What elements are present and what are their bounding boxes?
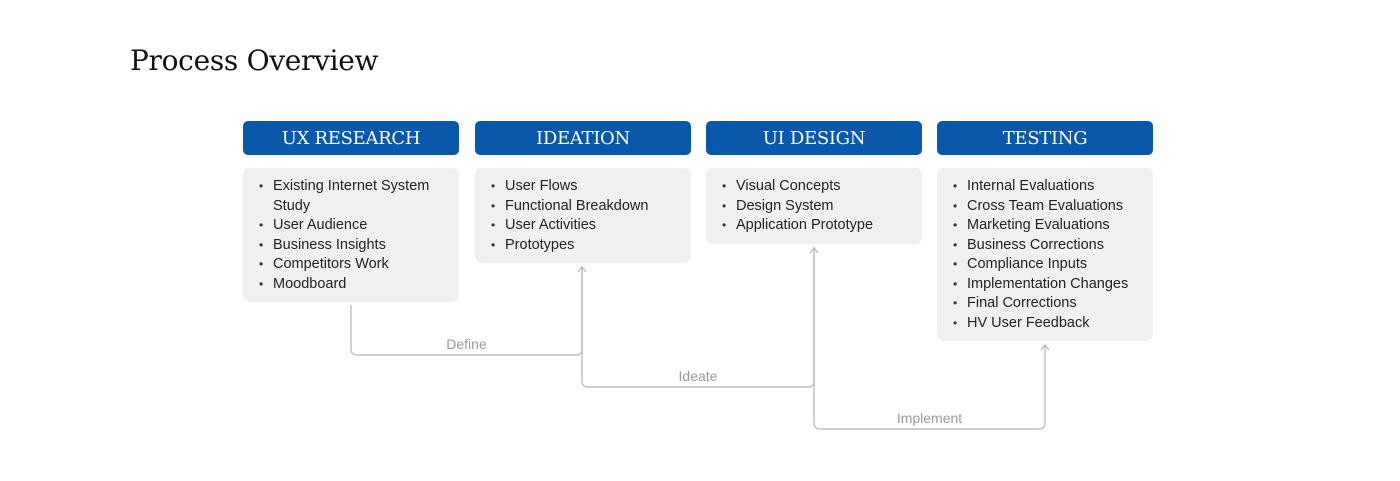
stage-item: Implementation Changes [953, 275, 1145, 295]
stage-item: Internal Evaluations [953, 177, 1145, 197]
connector-label-ideate: Ideate [679, 368, 718, 384]
stage-item: Final Corrections [953, 294, 1145, 314]
stage-card-ux-research: Existing Internet System StudyUser Audie… [243, 168, 459, 302]
stage-item: Existing Internet System Study [259, 177, 451, 216]
stage-card-testing: Internal EvaluationsCross Team Evaluatio… [937, 168, 1153, 341]
stage-item-list: Existing Internet System StudyUser Audie… [259, 177, 451, 295]
connector-label-implement: Implement [897, 410, 962, 426]
stage-item: User Activities [491, 216, 683, 236]
connector-line-implement [813, 247, 1046, 430]
stage-item: Visual Concepts [722, 177, 914, 197]
stage-item: Marketing Evaluations [953, 216, 1145, 236]
stage-item: Business Corrections [953, 236, 1145, 256]
stage-item: Cross Team Evaluations [953, 197, 1145, 217]
stage-header-ideation: IDEATION [475, 121, 691, 155]
stage-item: HV User Feedback [953, 314, 1145, 334]
stage-header-testing: TESTING [937, 121, 1153, 155]
stage-item: Prototypes [491, 236, 683, 256]
stage-item: Compliance Inputs [953, 255, 1145, 275]
stage-item: User Audience [259, 216, 451, 236]
stage-item: Business Insights [259, 236, 451, 256]
stage-card-ideation: User FlowsFunctional BreakdownUser Activ… [475, 168, 691, 263]
stage-item: Functional Breakdown [491, 197, 683, 217]
stage-item-list: Visual ConceptsDesign SystemApplication … [722, 177, 914, 236]
stage-item: Moodboard [259, 275, 451, 295]
arrowhead-icon [1040, 344, 1050, 351]
stage-card-ui-design: Visual ConceptsDesign SystemApplication … [706, 168, 922, 244]
connector-label-define: Define [446, 336, 487, 352]
stage-header-ux-research: UX RESEARCH [243, 121, 459, 155]
stage-header-ui-design: UI DESIGN [706, 121, 922, 155]
stage-item: Competitors Work [259, 255, 451, 275]
connector-line-ideate [581, 248, 815, 388]
stage-item: User Flows [491, 177, 683, 197]
stage-item: Design System [722, 197, 914, 217]
stage-item: Application Prototype [722, 216, 914, 236]
stage-item-list: Internal EvaluationsCross Team Evaluatio… [953, 177, 1145, 334]
stage-item-list: User FlowsFunctional BreakdownUser Activ… [491, 177, 683, 256]
page-title: Process Overview [130, 44, 379, 77]
